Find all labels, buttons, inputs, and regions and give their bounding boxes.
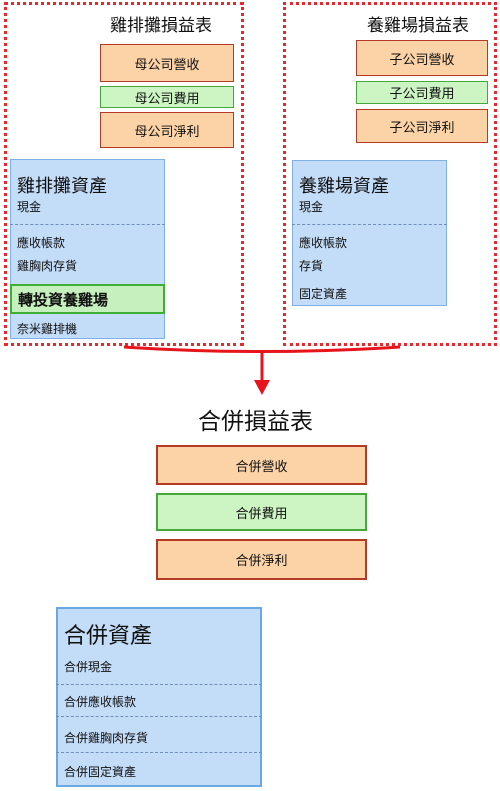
parent-assets-divider [10,224,165,225]
consolidated-receivables-label: 合併應收帳款 [64,695,137,709]
subsidiary-expense-box: 子公司費用 [356,81,488,104]
consolidated-net-income-box: 合併淨利 [156,539,367,580]
parent-net-income-box: 母公司淨利 [100,112,234,148]
consolidated-inventory-label: 合併雞胸肉存貨 [64,731,149,745]
subsidiary-net-income-box: 子公司淨利 [356,109,488,143]
consolidated-revenue-box: 合併營收 [156,445,367,485]
parent-income-statement-title: 雞排攤損益表 [110,16,212,36]
subsidiary-frame [283,2,497,346]
merge-arrow [123,345,401,395]
merge-arrow-curve [123,345,401,353]
consolidated-expense-box: 合併費用 [156,493,367,531]
subsidiary-cash-label: 現金 [299,200,324,214]
consolidated-divider-1 [56,684,262,685]
consolidated-divider-3 [56,752,262,753]
consolidated-fixed-assets-label: 合併固定資產 [64,765,137,779]
consolidated-divider-2 [56,716,262,717]
parent-revenue-box: 母公司營收 [100,44,234,82]
parent-inventory-label: 雞胸肉存貨 [17,259,78,273]
subsidiary-fixed-assets-label: 固定資產 [299,287,348,301]
merge-arrow-head [254,380,270,395]
consolidated-assets-box [56,607,262,787]
parent-machine-label: 奈米雞排機 [17,322,78,336]
subsidiary-assets-divider [292,224,447,225]
parent-investment-box: 轉投資養雞場 [10,284,165,314]
parent-assets-title: 雞排攤資產 [17,176,107,197]
parent-receivables-label: 應收帳款 [17,236,66,250]
subsidiary-revenue-box: 子公司營收 [356,40,488,76]
parent-expense-box: 母公司費用 [100,86,234,108]
subsidiary-income-statement-title: 養雞場損益表 [367,16,469,36]
subsidiary-inventory-label: 存貨 [299,259,324,273]
subsidiary-receivables-label: 應收帳款 [299,236,348,250]
parent-company-frame [4,2,244,346]
consolidated-cash-label: 合併現金 [64,660,113,674]
consolidated-income-statement-title: 合併損益表 [198,409,313,435]
subsidiary-assets-title: 養雞場資產 [299,176,389,197]
subsidiary-assets-box [292,160,447,306]
consolidated-assets-title: 合併資產 [64,624,153,649]
parent-cash-label: 現金 [17,200,42,214]
